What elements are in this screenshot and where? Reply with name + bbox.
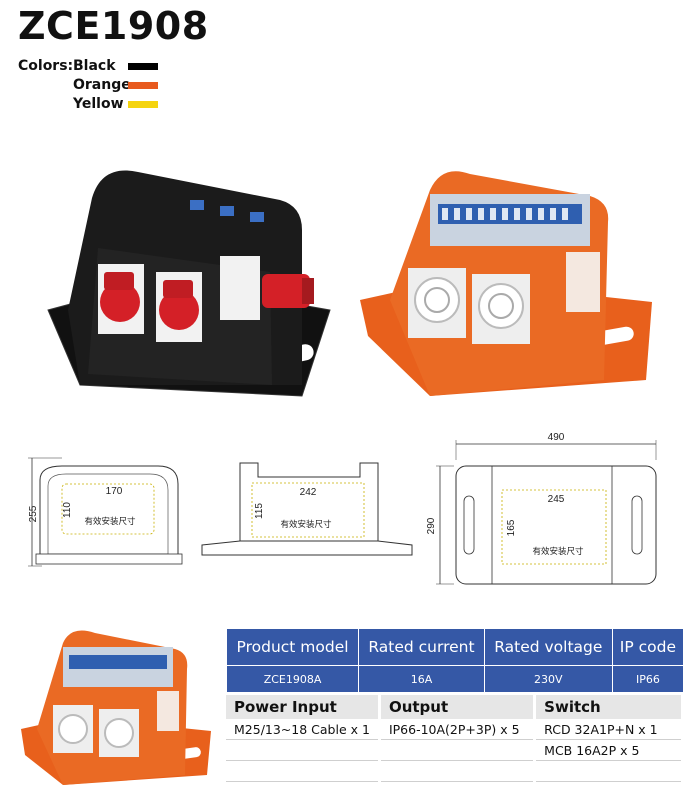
side-view-drawing: [28, 457, 183, 567]
cell-power-input: [226, 760, 381, 782]
header-product-model: Product model: [225, 628, 360, 666]
color-name-yellow: Yellow: [73, 96, 124, 112]
front-view-drawing: [201, 462, 413, 556]
side-mount-label: 有效安装尺寸: [84, 516, 136, 527]
colors-label: Colors:: [18, 58, 74, 74]
side-inner-width-label: 170: [106, 486, 123, 497]
cell-output: IP66-10A(2P+3P) x 5: [379, 719, 537, 740]
spec-table: Product model Rated current Rated voltag…: [225, 628, 685, 693]
cell-rated-current: 16A: [358, 665, 485, 693]
color-swatch-yellow: [128, 101, 158, 108]
top-view-drawing: [436, 440, 657, 585]
orange-box-image: [360, 171, 652, 396]
color-swatch-orange: [128, 82, 158, 89]
side-height-label: 255: [28, 505, 39, 522]
cell-switch: [534, 760, 684, 782]
cell-rated-voltage: 230V: [483, 665, 613, 693]
cell-power-input: M25/13~18 Cable x 1: [226, 719, 381, 740]
top-inner-height-label: 165: [506, 519, 517, 536]
color-name-black: Black: [73, 58, 116, 74]
header-rated-voltage: Rated voltage: [483, 628, 613, 666]
top-inner-width-label: 245: [548, 494, 565, 505]
cell-ip-code: IP66: [611, 665, 685, 693]
header-power-input: Power Input: [226, 695, 381, 719]
product-title: ZCE1908: [18, 4, 209, 48]
top-height-label: 290: [426, 517, 437, 534]
cell-switch: RCD 32A1P+N x 1: [534, 719, 684, 740]
top-mount-label: 有效安装尺寸: [532, 546, 584, 557]
cell-power-input: [226, 739, 381, 761]
color-swatch-black: [128, 63, 158, 70]
cell-output: [379, 760, 537, 782]
table-row: [226, 760, 684, 782]
cell-switch: MCB 16A2P x 5: [534, 739, 684, 761]
header-switch: Switch: [534, 695, 684, 719]
top-width-label: 490: [548, 432, 565, 443]
header-rated-current: Rated current: [358, 628, 485, 666]
table-row: ZCE1908A 16A 230V IP66: [225, 665, 685, 693]
side-inner-height-label: 110: [62, 502, 73, 518]
black-box-image: [47, 170, 331, 397]
front-mount-label: 有效安装尺寸: [280, 519, 332, 530]
table-row: M25/13~18 Cable x 1 IP66-10A(2P+3P) x 5 …: [226, 719, 684, 740]
header-output: Output: [379, 695, 537, 719]
front-inner-width-label: 242: [300, 487, 317, 498]
cell-product-model: ZCE1908A: [225, 665, 360, 693]
header-ip-code: IP code: [611, 628, 685, 666]
cell-output: [379, 739, 537, 761]
color-name-orange: Orange: [73, 77, 131, 93]
parts-table: Power Input Output Switch M25/13~18 Cabl…: [226, 695, 684, 782]
front-inner-height-label: 115: [254, 503, 265, 519]
small-orange-box-image: [21, 630, 211, 785]
table-row: MCB 16A2P x 5: [226, 739, 684, 761]
